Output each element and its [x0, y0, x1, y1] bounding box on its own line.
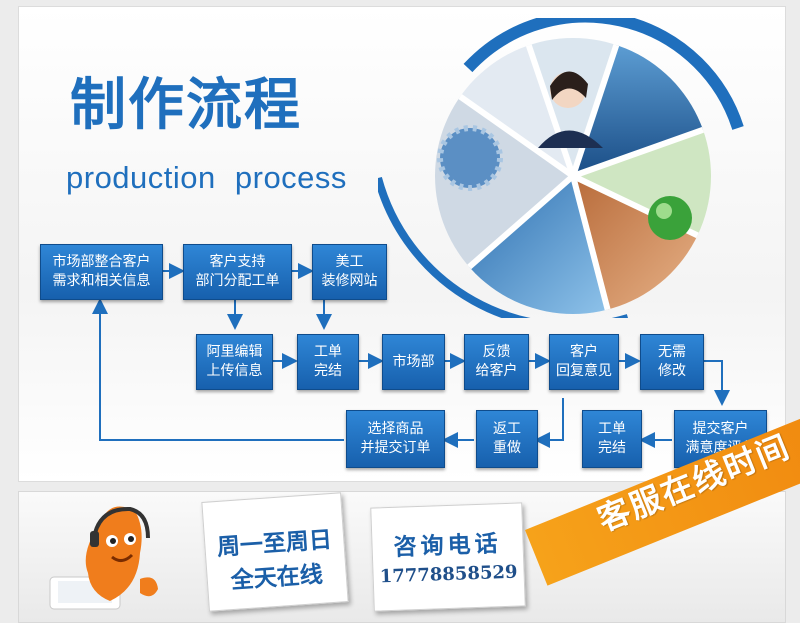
step-select-product: 选择商品并提交订单 — [346, 410, 445, 468]
step-market-dept: 市场部 — [382, 334, 445, 390]
step-editor-upload: 阿里编辑上传信息 — [196, 334, 273, 390]
phone-number: 17778858529 — [373, 561, 524, 587]
step-customer-reply: 客户回复意见 — [549, 334, 619, 390]
step-no-change: 无需修改 — [640, 334, 704, 390]
step-order-complete-1: 工单完结 — [297, 334, 359, 390]
consult-label: 咨询电话 — [372, 523, 523, 562]
step-feedback-customer: 反馈给客户 — [464, 334, 529, 390]
mascot-icon — [40, 493, 180, 619]
hours-card: 周一至周日 全天在线 — [201, 492, 348, 611]
step-market-integrate: 市场部整合客户需求和相关信息 — [40, 244, 163, 300]
step-support-assign: 客户支持部门分配工单 — [183, 244, 292, 300]
step-rework: 返工重做 — [476, 410, 538, 468]
phone-card: 咨询电话 17778858529 — [370, 502, 526, 611]
step-design-decorate: 美工装修网站 — [312, 244, 387, 300]
step-order-complete-2: 工单完结 — [582, 410, 642, 468]
